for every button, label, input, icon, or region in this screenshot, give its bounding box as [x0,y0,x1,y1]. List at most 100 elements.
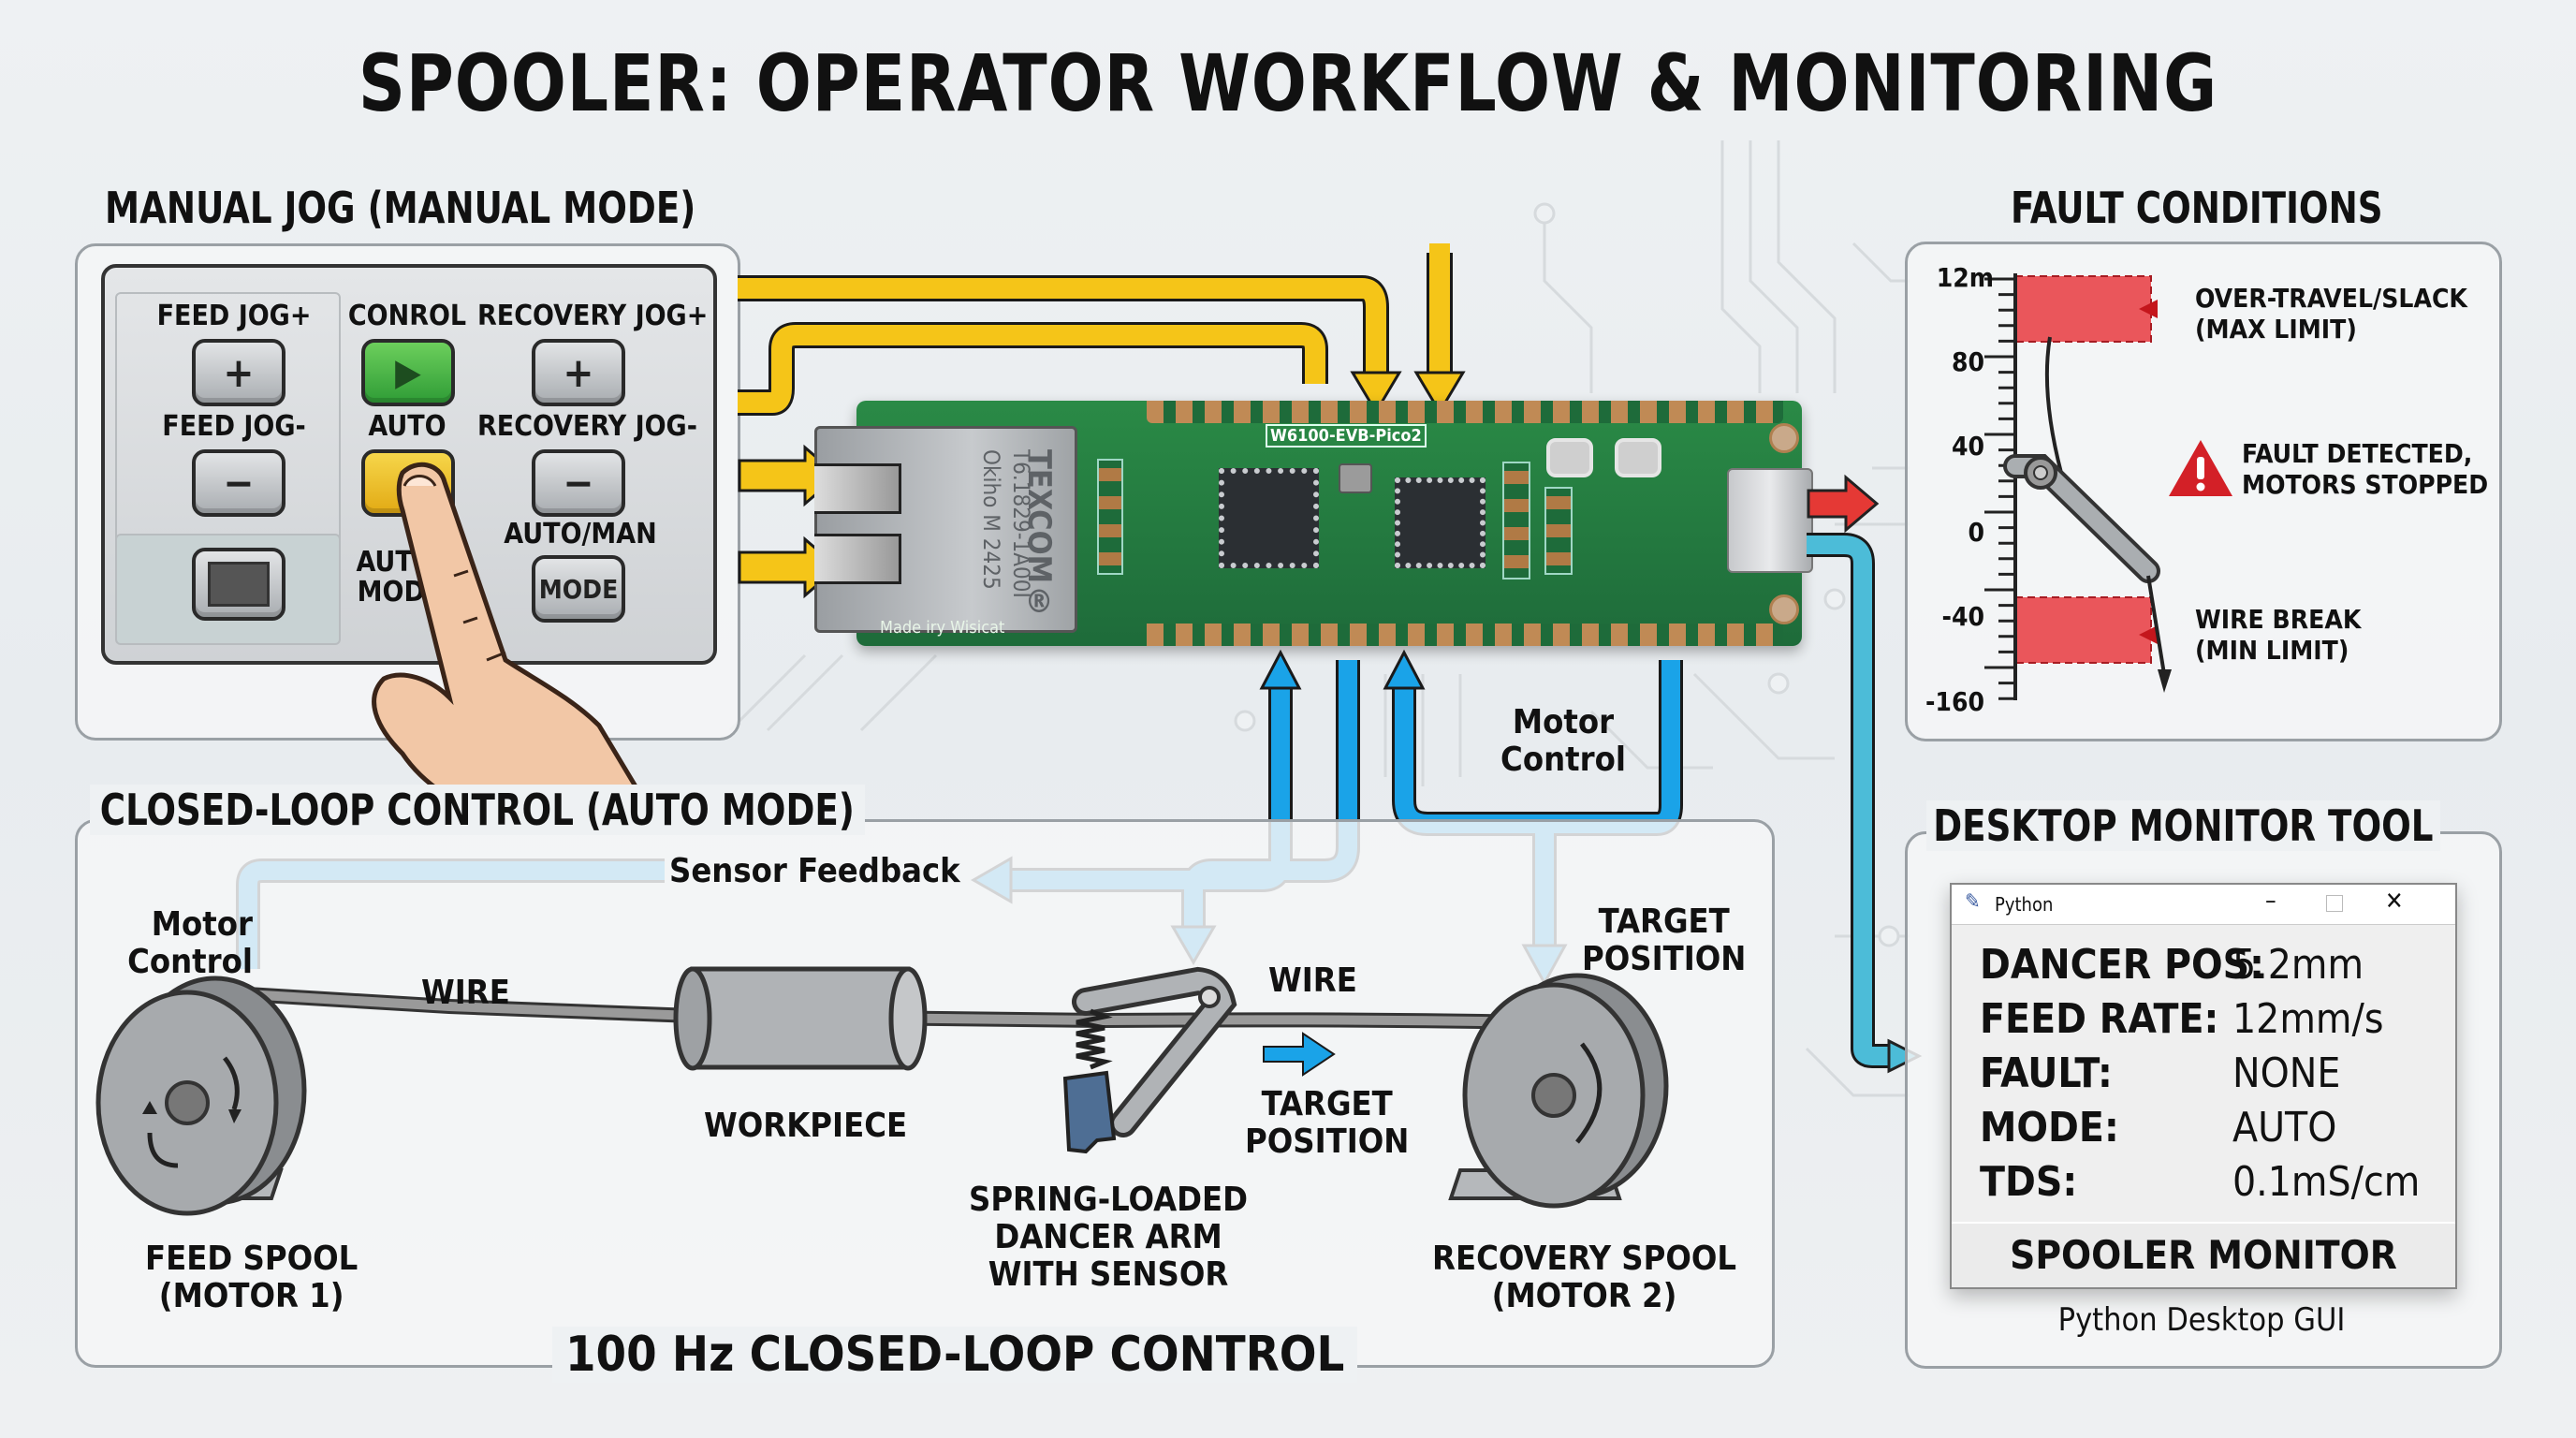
feed-jog-minus-label: FEED JOG- [162,410,306,443]
rj45-port-lower [814,534,901,584]
control-label: CONROL [347,300,467,332]
wire-label-right: WIRE [1268,961,1357,1000]
monitor-row-fault: FAULT:NONE [1980,1049,2341,1097]
crystal-oscillator [1339,463,1372,493]
closed-loop-heading: CLOSED-LOOP CONTROL (AUTO MODE) [90,785,865,835]
monitor-row-mode: MODE:AUTO [1980,1104,2337,1152]
ethernet-chip [1219,468,1319,568]
sensor-up-arrowhead [1259,649,1302,690]
pads-top [1147,401,1783,423]
feed-spool [95,976,307,1216]
usb-c-port [1727,468,1813,573]
minus-icon: − [563,459,594,507]
wire-label-left: WIRE [421,974,510,1012]
warning-triangle-icon [2169,440,2232,496]
closed-loop-footer: 100 Hz CLOSED-LOOP CONTROL [552,1327,1358,1383]
minus-icon: − [223,459,255,507]
dancer-arm-travel [2044,336,2063,474]
monitor-heading: DESKTOP MONITOR TOOL [1926,800,2440,851]
dancer-sensor [1062,1070,1117,1154]
page-title: SPOOLER: OPERATOR WORKFLOW & MONITORING [358,37,2218,129]
window-titlebar: ✎ Python – ✕ [1952,885,2455,925]
manual-signal-arrows [738,243,1466,599]
motor-control-top-label: Motor Control [1500,703,1626,779]
reset-button[interactable] [1546,438,1593,477]
sensor-feedback-label: Sensor Feedback [669,852,960,890]
monitor-signal-arrow [1887,1038,1923,1074]
wire-break-zone [2015,597,2151,663]
feed-jog-minus-button[interactable]: − [192,449,285,517]
board-name-label: W6100-EVB-Pico2 [1266,424,1427,448]
workpiece-label: WORKPIECE [704,1107,908,1145]
tick-label: 80 [1951,346,1984,377]
control-start-button[interactable]: ▶ [361,339,455,406]
mount-hole-bottom [1769,594,1799,624]
target-position-arrow [1263,1032,1336,1077]
tick-label: -160 [1925,686,1984,717]
tick-label: 12m [1936,262,1994,293]
recovery-spool [1448,973,1669,1209]
fault-gauge [1984,273,2172,700]
bootsel-button[interactable] [1615,438,1661,477]
monitor-row-dancer-pos: DANCER POS:5.2mm [1980,941,2364,989]
recovery-jog-plus-button[interactable]: + [532,339,625,406]
wire-break-label: WIRE BREAK (MIN LIMIT) [2195,604,2362,666]
target-position-right-label: TARGET POSITION [1582,902,1747,978]
plus-icon: + [223,348,255,397]
auto-label: AUTO [368,410,446,443]
feed-spool-label: FEED SPOOL (MOTOR 1) [145,1240,359,1315]
workpiece [673,966,928,1071]
mount-hole-top [1769,423,1799,453]
tick-label: 0 [1968,517,1984,548]
target-position-mid-label: TARGET POSITION [1245,1085,1410,1161]
monitor-caption: Python Desktop GUI [2057,1301,2346,1339]
minimize-button[interactable]: – [2265,887,2276,915]
mcu-chip [1395,477,1486,568]
spooler-monitor-button[interactable]: SPOOLER MONITOR [1952,1222,2455,1287]
maximize-button[interactable] [2326,895,2343,912]
jack-brand: TEXCOM® [1020,449,1058,622]
over-travel-zone [2015,276,2151,342]
jack-part-number: T6.1829-1A00I [1008,449,1034,598]
tick-label: 40 [1951,431,1984,462]
upper-limit-marker [2139,300,2158,318]
feather-icon: ✎ [1965,890,1981,914]
jack-date-code: Okiho M 2425 [978,449,1004,590]
monitor-row-feed-rate: FEED RATE:12mm/s [1980,995,2384,1043]
stop-square-icon [208,562,270,607]
recovery-jog-minus-label: RECOVERY JOG- [477,410,697,443]
python-window: ✎ Python – ✕ DANCER POS:5.2mm FEED RATE:… [1950,883,2457,1289]
feed-jog-plus-button[interactable]: + [192,339,285,406]
tick-label: -40 [1941,601,1984,632]
lower-limit-marker [2139,625,2158,644]
header-pins-right-a [1502,462,1530,580]
plus-icon: + [563,348,594,397]
recovery-spool-label: RECOVERY SPOOL (MOTOR 2) [1432,1240,1737,1315]
usb-signal-arrows [1807,474,1923,1074]
over-travel-label: OVER-TRAVEL/SLACK (MAX LIMIT) [2195,283,2467,345]
rj45-port-upper [814,463,901,514]
arrow-to-jack [738,444,841,599]
rj45-jack [814,426,1077,633]
recovery-jog-plus-label: RECOVERY JOG+ [477,300,709,332]
stop-button[interactable] [192,548,285,621]
monitor-row-tds: TDS:0.1mS/cm [1980,1158,2421,1206]
fault-heading: FAULT CONDITIONS [2011,183,2383,233]
board-silkscreen: Made iry Wisicat [880,618,1005,638]
close-button[interactable]: ✕ [2385,888,2404,916]
motor-control-left-label: Motor Control [127,905,253,981]
recovery-up-arrowhead [1383,649,1426,690]
window-title: Python [1995,893,2054,916]
auto-man-label: AUTO/MAN [504,518,657,550]
spooler-mechanism [95,966,1669,1216]
mode-button-text: MODE [538,573,619,605]
mode-button[interactable]: MODE [532,555,625,623]
recovery-jog-minus-button[interactable]: − [532,449,625,517]
fault-alert-label: FAULT DETECTED, MOTORS STOPPED [2242,438,2489,500]
header-pins-left [1097,459,1123,575]
manual-jog-heading: MANUAL JOG (MANUAL MODE) [105,183,696,233]
pads-bottom [1147,624,1783,646]
dancer-arm [1062,966,1237,1154]
pointing-hand-icon [372,462,660,822]
fault-signal-arrow [1807,474,1880,534]
